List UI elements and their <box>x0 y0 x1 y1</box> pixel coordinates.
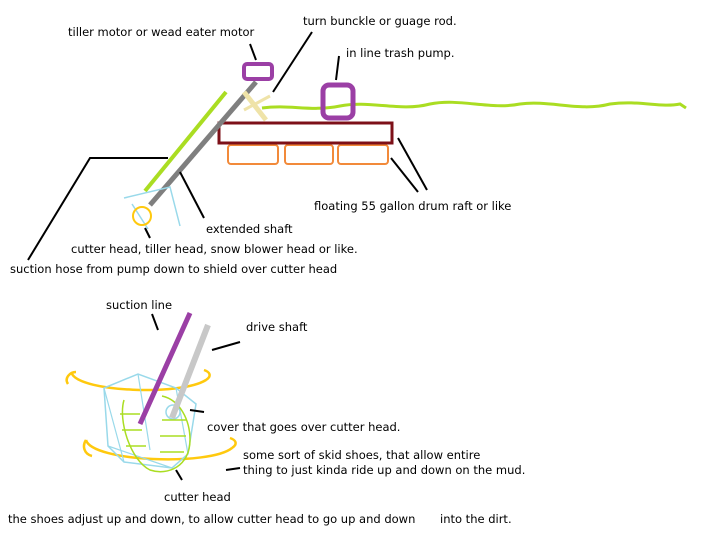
label-turnbuckle: turn bunckle or guage rod. <box>303 14 457 28</box>
leader-pump <box>335 55 340 81</box>
label-into-dirt: into the dirt. <box>440 512 512 526</box>
leader-suction-line <box>151 313 159 331</box>
leader-motor <box>249 43 257 61</box>
label-cutter-head: cutter head <box>164 490 231 504</box>
water-line <box>261 100 687 110</box>
turnbuckle-rod <box>242 90 268 122</box>
label-raft: floating 55 gallon drum raft or like <box>314 199 512 213</box>
trash-pump <box>320 82 356 121</box>
suction-line <box>137 311 193 426</box>
cutter-blades <box>120 413 186 453</box>
top-cutter-head <box>132 206 152 226</box>
leader-suction-hose <box>27 157 168 261</box>
leader-cutter-head <box>144 227 151 239</box>
drum-1 <box>227 144 279 165</box>
label-cover: cover that goes over cutter head. <box>207 420 401 434</box>
label-suction-hose: suction hose from pump down to shield ov… <box>10 262 338 276</box>
leader-drive-shaft <box>211 341 241 351</box>
leader-shaft <box>179 171 205 219</box>
label-shaft: extended shaft <box>206 222 293 236</box>
label-skid-line1: some sort of skid shoes, that allow enti… <box>243 448 481 462</box>
top-shield <box>123 186 181 230</box>
turnbuckle-cross <box>243 94 271 112</box>
label-skid-line2: thing to just kinda ride up and down on … <box>243 463 526 477</box>
motor-box <box>242 62 274 81</box>
leader-turnbuckle <box>272 31 313 93</box>
drive-shaft <box>169 323 211 420</box>
label-shoes-adjust: the shoes adjust up and down, to allow c… <box>8 512 416 526</box>
leader-cutter <box>175 469 183 481</box>
leader-raft-b <box>390 157 419 193</box>
cutter-head-body <box>121 395 191 473</box>
label-suction-line: suction line <box>106 298 173 312</box>
leader-cover <box>189 409 205 413</box>
leader-raft-a <box>397 137 428 191</box>
label-drive-shaft: drive shaft <box>246 320 308 334</box>
skid-shoe-bottom <box>82 436 237 461</box>
label-motor: tiller motor or wead eater motor <box>68 25 255 39</box>
raft-deck <box>217 121 394 145</box>
label-cutter-head-options: cutter head, tiller head, snow blower he… <box>71 242 358 256</box>
cover-hub <box>165 404 181 420</box>
label-pump: in line trash pump. <box>346 46 455 60</box>
drum-3 <box>337 144 389 165</box>
extended-shaft <box>148 80 258 207</box>
skid-shoe-top <box>65 368 211 392</box>
suction-hose-line <box>143 90 228 193</box>
drum-2 <box>284 144 334 165</box>
leader-skid <box>225 467 241 471</box>
